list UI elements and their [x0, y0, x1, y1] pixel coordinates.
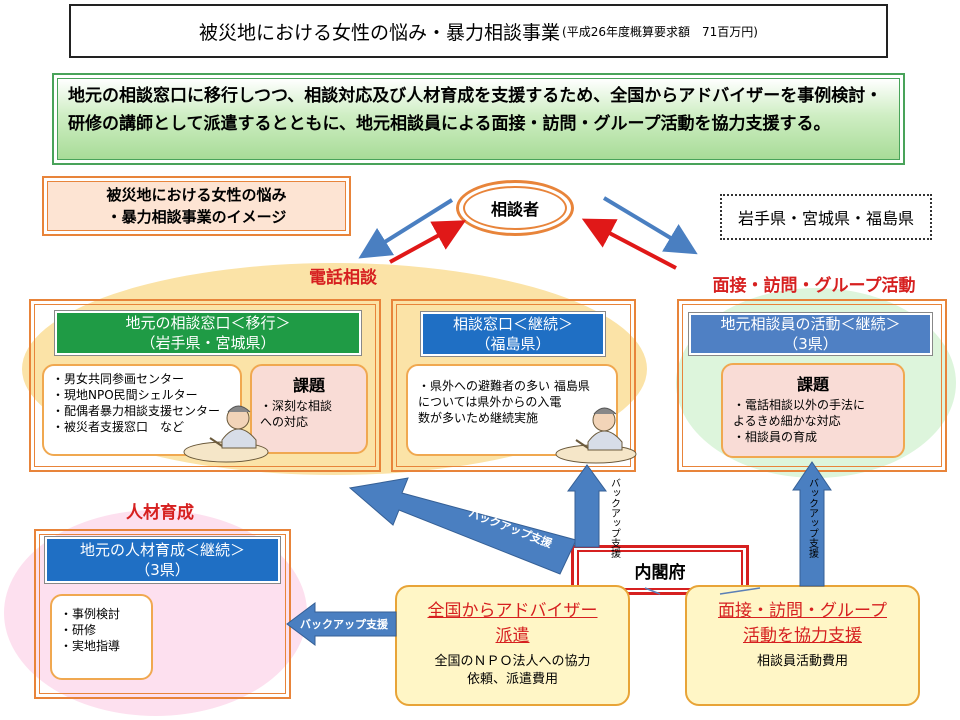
backup-label-fukushima: バックアップ支援: [609, 478, 621, 559]
image-label-line1: 被災地における女性の悩み: [106, 186, 287, 204]
advisor-dispatch-title: 全国からアドバイザー 派遣: [397, 599, 628, 649]
list-item: ・現地NPO民間シェルター: [52, 388, 198, 402]
issue-box-local-window: 課題 ・深刻な相談 への対応: [250, 364, 368, 454]
list-item: ・相談員の育成: [733, 430, 818, 444]
note-line: については県外からの入電: [418, 395, 562, 409]
fukushima-header-line1: 相談窓口＜継続＞: [452, 315, 573, 333]
fukushima-window-header: 相談窓口＜継続＞ （福島県）: [421, 312, 605, 356]
advisor-dispatch-box: 全国からアドバイザー 派遣 全国のＮＰＯ法人への協力 依頼、派遣費用: [395, 585, 630, 706]
prefectures-box: 岩手県・宮城県・福島県: [720, 194, 932, 240]
counselor-illustration-icon: [555, 407, 637, 464]
arrow-from-interview: [581, 218, 677, 270]
backup-arrow-local-window: バックアップ支援: [348, 477, 577, 575]
advisor-dispatch-title-line2: 派遣: [495, 626, 530, 646]
hr-development-label: 人材育成: [126, 502, 194, 523]
list-item: ・深刻な相談: [260, 399, 333, 413]
backup-arrow-local-staff: [792, 461, 832, 587]
agency-list: ・男女共同参画センター ・現地NPO民間シェルター ・配偶者暴力相談支援センター…: [42, 364, 242, 456]
activity-support-title-line2: 活動を協力支援: [743, 626, 862, 646]
counselor-illustration-icon: [183, 405, 269, 463]
local-hr-header-line2: （3県）: [135, 561, 190, 579]
image-label-box: 被災地における女性の悩み ・暴力相談事業のイメージ: [42, 176, 351, 236]
title-budget: (平成26年度概算要求額 71百万円): [562, 24, 758, 39]
advisor-dispatch-body-line1: 全国のＮＰＯ法人への協力: [434, 654, 591, 669]
local-window-panel: [29, 299, 381, 472]
list-item: ・男女共同参画センター: [52, 372, 185, 386]
list-item: よるきめ細かな対応: [733, 414, 841, 428]
summary-text: 地元の相談窓口に移行しつつ、相談対応及び人材育成を支援するため、全国からアドバイ…: [57, 78, 900, 160]
issue-box-local-staff: 課題 ・電話相談以外の手法に よるきめ細かな対応 ・相談員の育成: [721, 363, 905, 458]
backup-label-local-hr: バックアップ支援: [300, 617, 389, 631]
advisor-dispatch-body-line2: 依頼、派遣費用: [466, 672, 558, 687]
phone-consultation-label: 電話相談: [309, 267, 377, 288]
issue-title: 課題: [796, 375, 829, 394]
activity-support-body: 相談員活動費用: [756, 654, 848, 669]
list-item: ・被災者支援窓口 など: [52, 420, 185, 434]
local-staff-header-line2: （3県）: [783, 335, 838, 353]
title-main: 被災地における女性の悩み・暴力相談事業: [199, 21, 561, 44]
local-window-header-line1: 地元の相談窓口＜移行＞: [125, 314, 291, 332]
hr-list: ・事例検討 ・研修 ・実地指導: [50, 594, 153, 680]
connector-line: [719, 587, 761, 595]
activity-support-title: 面接・訪問・グループ 活動を協力支援: [687, 599, 918, 649]
advisor-dispatch-title-line1: 全国からアドバイザー: [427, 601, 598, 621]
page-title: 被災地における女性の悩み・暴力相談事業 (平成26年度概算要求額 71百万円): [69, 4, 888, 58]
issue-title: 課題: [292, 376, 325, 395]
summary-box: 地元の相談窓口に移行しつつ、相談対応及び人材育成を支援するため、全国からアドバイ…: [52, 73, 905, 165]
local-hr-panel: [34, 529, 291, 699]
image-label: 被災地における女性の悩み ・暴力相談事業のイメージ: [47, 181, 346, 231]
local-hr-header: 地元の人材育成＜継続＞ （3県）: [45, 537, 280, 583]
list-item: への対応: [260, 415, 309, 429]
list-item: ・事例検討: [60, 607, 121, 621]
backup-label-local-staff: バックアップ支援: [807, 478, 819, 559]
list-item: ・配偶者暴力相談支援センター: [52, 404, 221, 418]
consulter-node: 相談者: [463, 186, 567, 230]
connector-line: [644, 587, 661, 595]
fukushima-header-line2: （福島県）: [475, 335, 551, 353]
activity-support-box: 面接・訪問・グループ 活動を協力支援 相談員活動費用: [685, 585, 920, 706]
local-hr-header-line1: 地元の人材育成＜継続＞: [79, 541, 245, 559]
fukushima-note: ・県外への避難者の多い 福島県 については県外からの入電 数が多いため継続実施: [406, 364, 618, 456]
local-window-header-line2: （岩手県・宮城県）: [140, 334, 276, 352]
arrow-to-phone: [358, 198, 454, 259]
list-item: ・研修: [60, 623, 97, 637]
note-line: 数が多いため継続実施: [418, 411, 539, 425]
image-label-line2: ・暴力相談事業のイメージ: [106, 208, 287, 226]
list-item: ・実地指導: [60, 639, 121, 653]
local-staff-header: 地元相談員の活動＜継続＞ （3県）: [689, 313, 932, 355]
backup-arrow-local-hr: バックアップ支援: [286, 602, 397, 646]
interview-activity-label: 面接・訪問・グループ活動: [712, 275, 916, 296]
arrow-to-interview: [602, 196, 698, 255]
cabinet-office-node: 内閣府: [577, 550, 743, 590]
backup-arrow-fukushima: [567, 464, 607, 548]
fukushima-window-panel: [391, 299, 636, 472]
local-window-header: 地元の相談窓口＜移行＞ （岩手県・宮城県）: [55, 311, 361, 355]
local-staff-header-line1: 地元相談員の活動＜継続＞: [720, 315, 901, 333]
arrow-from-phone: [389, 220, 467, 264]
note-line: ・県外への避難者の多い 福島県: [418, 379, 590, 393]
activity-support-title-line1: 面接・訪問・グループ: [718, 601, 887, 621]
list-item: ・電話相談以外の手法に: [733, 398, 866, 412]
